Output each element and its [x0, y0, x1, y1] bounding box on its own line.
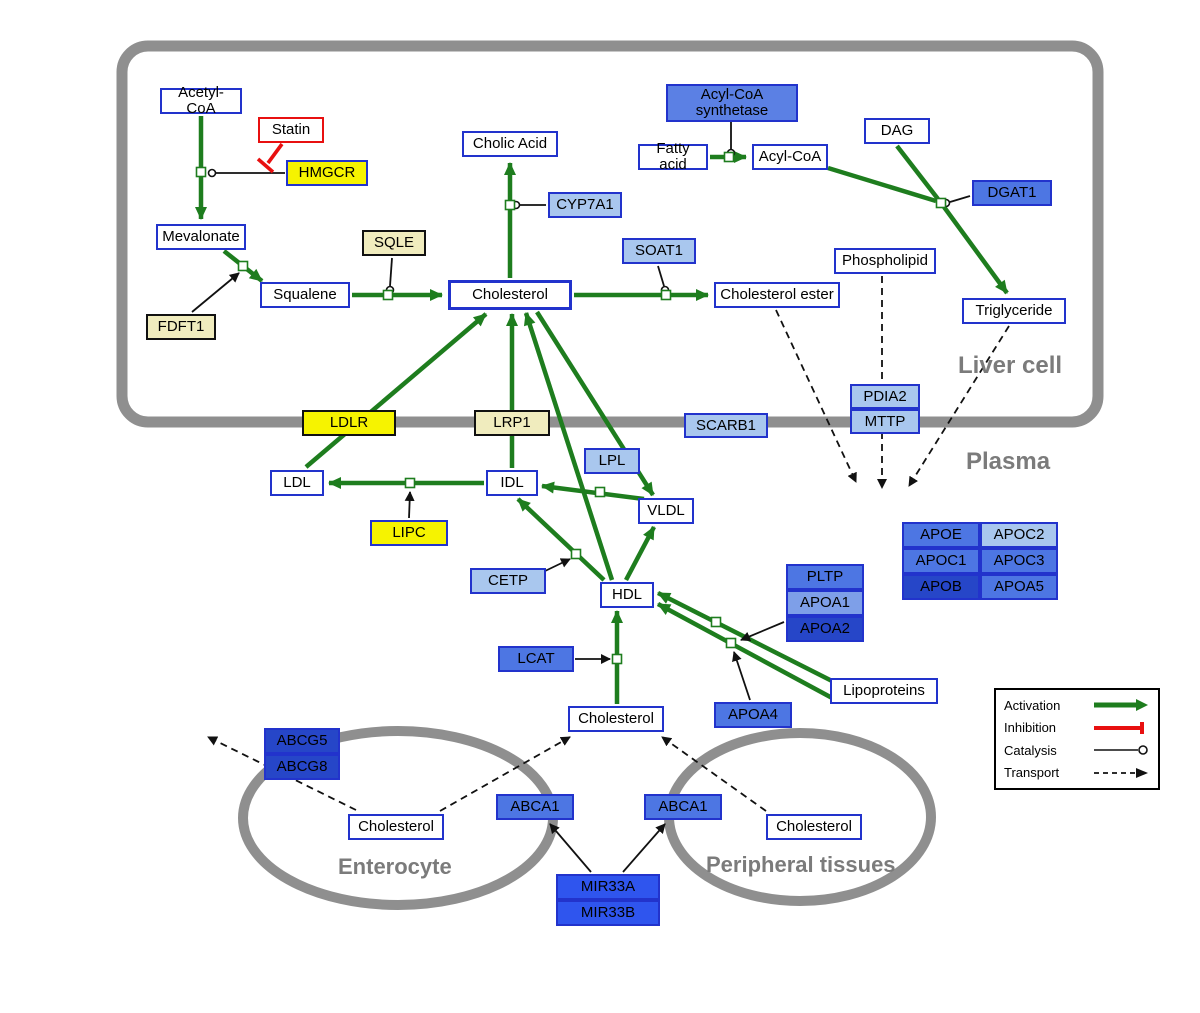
node-acetyl-coa[interactable]: Acetyl-CoA [160, 85, 242, 116]
node-mir33a[interactable]: MIR33A [556, 874, 660, 900]
liver-cell-membrane [116, 40, 1104, 428]
node-fdft1[interactable]: FDFT1 [146, 314, 216, 340]
inhibition-tbar-icon [1094, 721, 1144, 734]
legend-inhibition-row: Inhibition [1004, 720, 1150, 735]
node-apoa4[interactable]: APOA4 [714, 702, 792, 728]
node-lipoproteins[interactable]: Lipoproteins [830, 678, 938, 704]
node-acyl-coa[interactable]: Acyl-CoA [752, 144, 828, 170]
node-apoc2[interactable]: APOC2 [980, 522, 1058, 548]
node-ldlr[interactable]: LDLR [302, 410, 396, 436]
legend-box: Activation Inhibition Catalysis Transpor… [994, 688, 1160, 790]
node-apoa1[interactable]: APOA1 [786, 590, 864, 616]
node-abcg8[interactable]: ABCG8 [264, 754, 340, 780]
node-pltp[interactable]: PLTP [786, 564, 864, 590]
node-cholesterol-enterocyte[interactable]: Cholesterol [348, 814, 444, 840]
enterocyte-label: Enterocyte [338, 854, 452, 879]
activation-arrow-icon [1094, 699, 1148, 712]
node-sqle[interactable]: SQLE [362, 230, 426, 256]
reaction-squares [195, 151, 947, 665]
node-apob[interactable]: APOB [902, 574, 980, 600]
node-squalene[interactable]: Squalene [260, 282, 350, 308]
node-scarb1[interactable]: SCARB1 [684, 413, 768, 438]
node-apoc3[interactable]: APOC3 [980, 548, 1058, 574]
node-cholesterol-ester[interactable]: Cholesterol ester [714, 282, 840, 308]
legend-activation-row: Activation [1004, 698, 1150, 713]
node-apoe[interactable]: APOE [902, 522, 980, 548]
regulation-arrows [191, 272, 785, 873]
node-hmgcr[interactable]: HMGCR [286, 160, 368, 186]
legend-catalysis-row: Catalysis [1004, 743, 1150, 758]
inhibition-edge-statin [256, 142, 284, 174]
node-cholesterol-plasma[interactable]: Cholesterol [568, 706, 664, 732]
plasma-label: Plasma [966, 448, 1051, 475]
node-abca1-peripheral[interactable]: ABCA1 [644, 794, 722, 820]
node-mevalonate[interactable]: Mevalonate [156, 224, 246, 250]
node-vldl[interactable]: VLDL [638, 498, 694, 524]
node-soat1[interactable]: SOAT1 [622, 238, 696, 264]
node-pdia2[interactable]: PDIA2 [850, 384, 920, 409]
node-abcg5[interactable]: ABCG5 [264, 728, 340, 754]
node-dag[interactable]: DAG [864, 118, 930, 144]
node-mttp[interactable]: MTTP [850, 409, 920, 434]
node-statin[interactable]: Statin [258, 117, 324, 143]
node-dgat1[interactable]: DGAT1 [972, 180, 1052, 206]
node-triglyceride[interactable]: Triglyceride [962, 298, 1066, 324]
node-cyp7a1[interactable]: CYP7A1 [548, 192, 622, 218]
node-cholic-acid[interactable]: Cholic Acid [462, 131, 558, 157]
node-idl[interactable]: IDL [486, 470, 538, 496]
legend-transport-row: Transport [1004, 765, 1150, 780]
transport-dashed-arrow-icon [1094, 767, 1148, 778]
node-mir33b[interactable]: MIR33B [556, 900, 660, 926]
legend-catalysis-label: Catalysis [1004, 742, 1057, 758]
transport-edges [207, 276, 1010, 812]
legend-activation-label: Activation [1004, 697, 1061, 713]
node-lcat[interactable]: LCAT [498, 646, 574, 672]
legend-inhibition-label: Inhibition [1004, 720, 1057, 736]
node-lpl[interactable]: LPL [584, 448, 640, 474]
node-abca1-enterocyte[interactable]: ABCA1 [496, 794, 574, 820]
node-cholesterol-liver[interactable]: Cholesterol [448, 280, 572, 310]
node-ldl[interactable]: LDL [270, 470, 324, 496]
node-fatty-acid[interactable]: Fatty acid [638, 141, 708, 172]
node-lrp1[interactable]: LRP1 [474, 410, 550, 436]
node-cetp[interactable]: CETP [470, 568, 546, 594]
catalysis-circle-icon [1094, 745, 1148, 756]
peripheral-tissues-label: Peripheral tissues [706, 852, 896, 877]
node-cholesterol-peripheral[interactable]: Cholesterol [766, 814, 862, 840]
node-apoa2[interactable]: APOA2 [786, 616, 864, 642]
node-apoc1[interactable]: APOC1 [902, 548, 980, 574]
node-lipc[interactable]: LIPC [370, 520, 448, 546]
node-apoa5[interactable]: APOA5 [980, 574, 1058, 600]
node-acyl-coa-synthetase[interactable]: Acyl-CoA synthetase [666, 84, 798, 122]
node-hdl[interactable]: HDL [600, 582, 654, 608]
legend-transport-label: Transport [1004, 765, 1060, 781]
liver-cell-label: Liver cell [958, 352, 1063, 379]
node-phospholipid[interactable]: Phospholipid [834, 248, 936, 274]
